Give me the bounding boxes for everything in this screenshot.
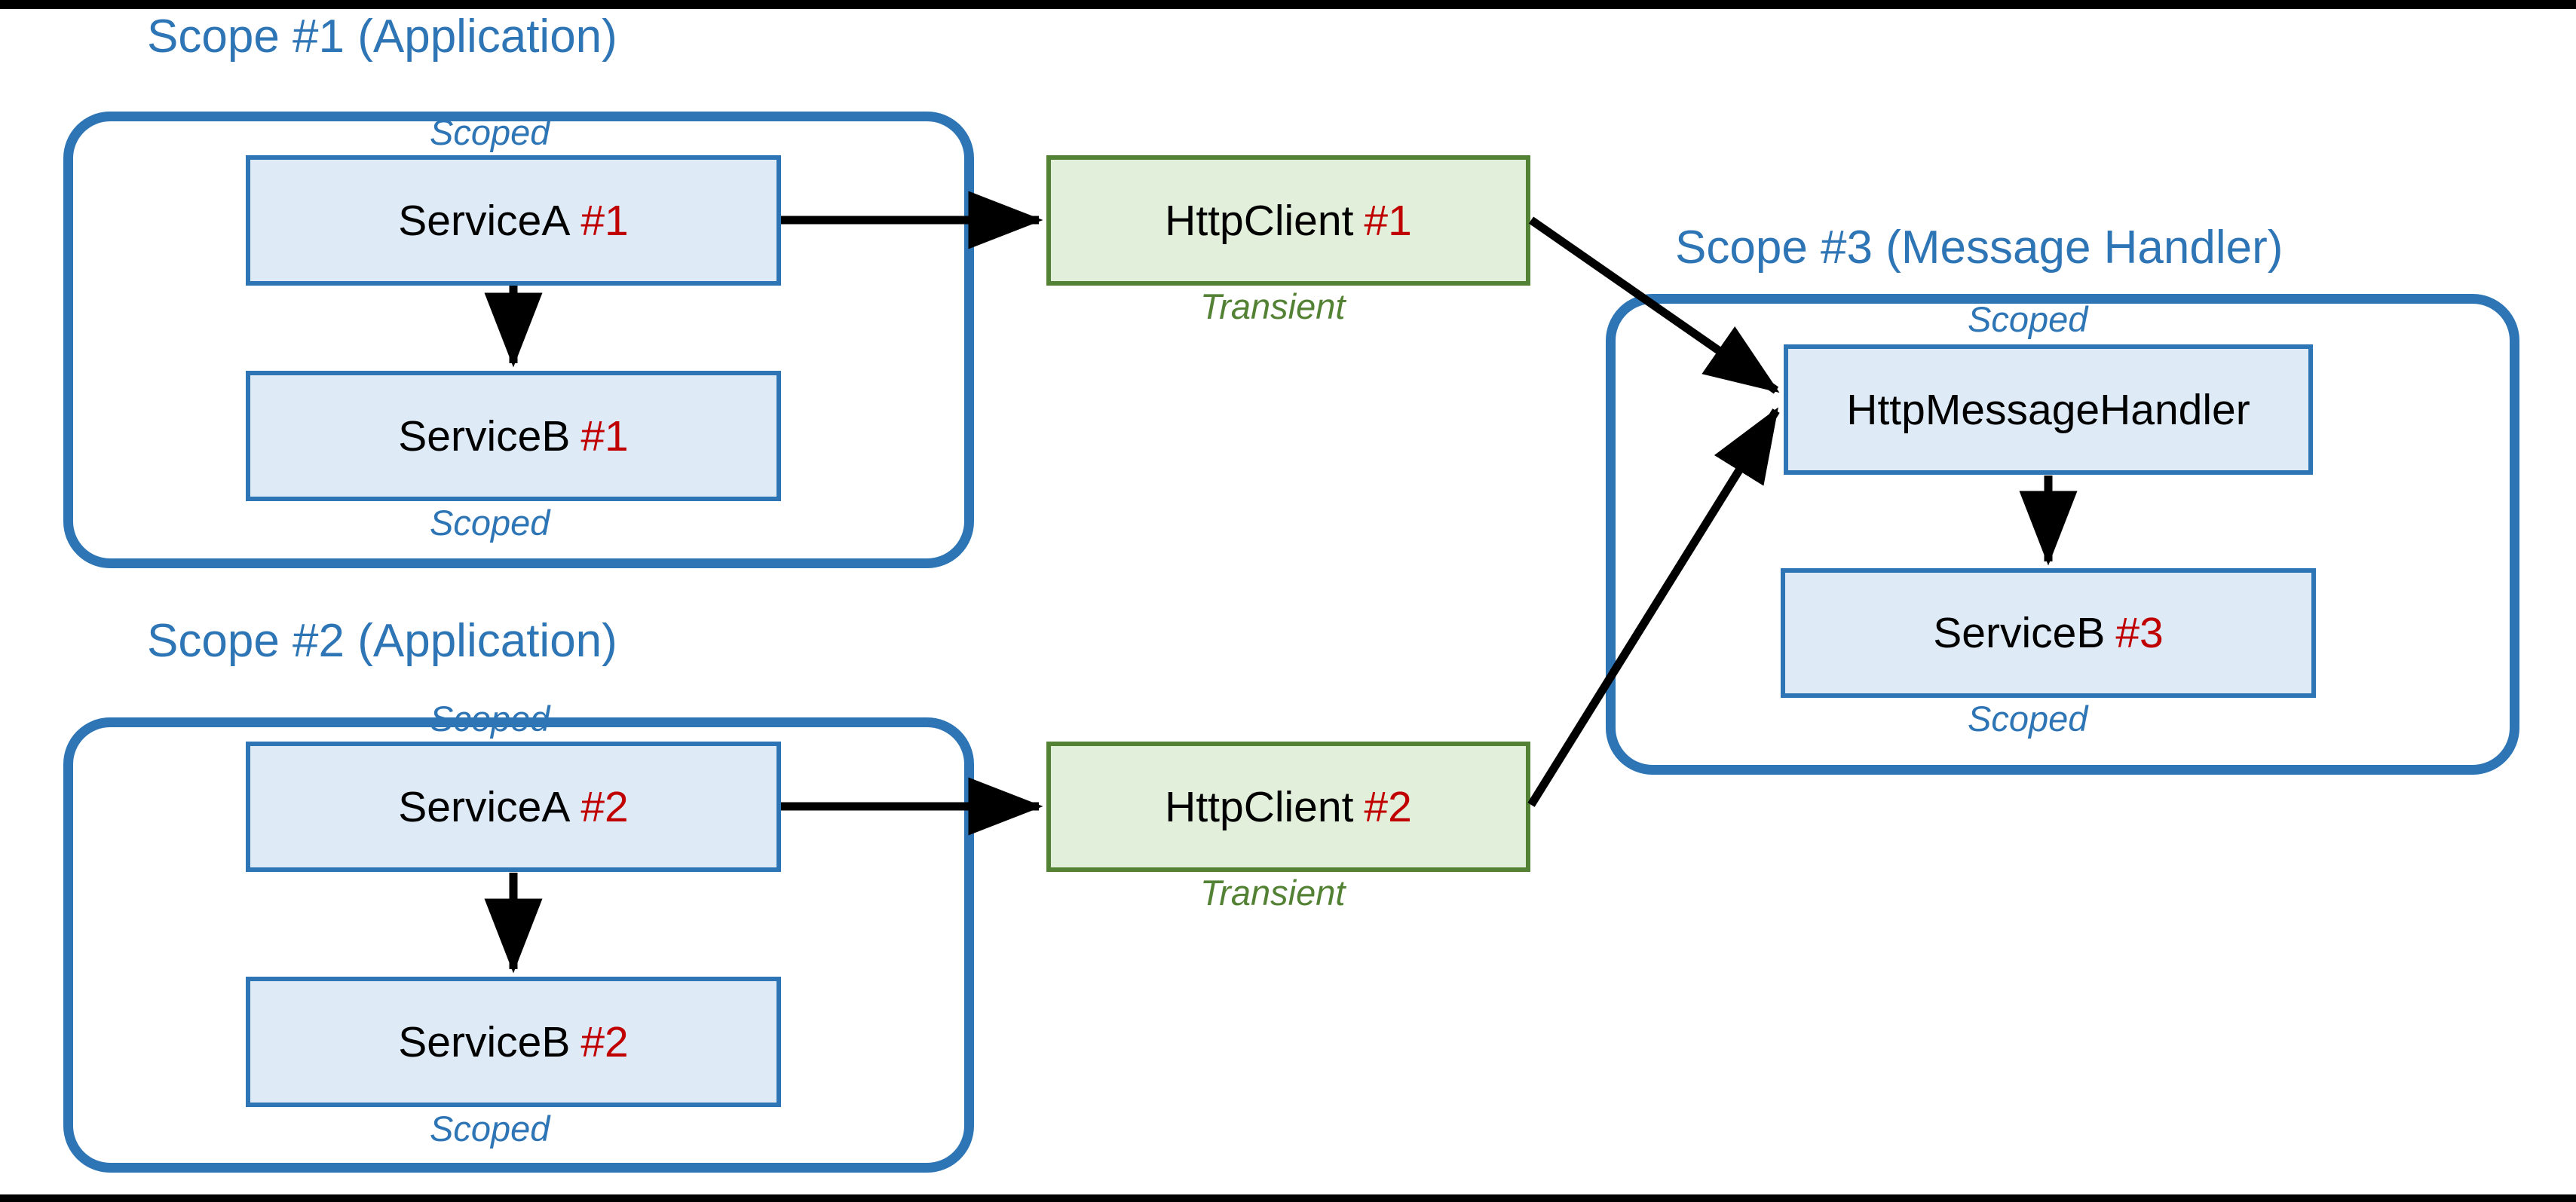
node-serviceA2[interactable]: ServiceA #2 [246,742,781,872]
serviceA1-lifetime-caption: Scoped [430,112,550,152]
node-httpclient2-label: HttpClient [1165,782,1354,831]
node-httpclient2[interactable]: HttpClient #2 [1046,742,1530,872]
letterbox-bottom [0,1194,2576,1202]
node-serviceB2[interactable]: ServiceB #2 [246,977,781,1107]
node-httpclient1[interactable]: HttpClient #1 [1046,155,1530,286]
node-httpmessagehandler-label: HttpMessageHandler [1846,385,2250,434]
node-serviceB3[interactable]: ServiceB #3 [1781,568,2316,698]
handler3-lifetime-caption: Scoped [1968,299,2088,339]
node-httpclient1-instance: #1 [1364,196,1412,245]
scope-3-title: Scope #3 (Message Handler) [1675,222,2283,274]
httpclient1-lifetime-caption: Transient [1200,286,1346,326]
serviceB3-lifetime-caption: Scoped [1968,699,2088,739]
node-httpclient2-instance: #2 [1364,782,1412,831]
node-serviceB3-instance: #3 [2115,609,2164,657]
scope-1-container [63,112,974,568]
scope-2-container [63,717,974,1173]
serviceA2-lifetime-caption: Scoped [430,699,550,739]
node-httpmessagehandler[interactable]: HttpMessageHandler [1784,344,2313,475]
node-serviceA1-instance: #1 [580,196,629,245]
node-serviceA1-label: ServiceA [398,196,571,245]
node-serviceB1-instance: #1 [580,411,629,460]
scope-2-title: Scope #2 (Application) [147,615,617,667]
node-serviceB2-label: ServiceB [398,1017,571,1066]
node-serviceA2-label: ServiceA [398,782,571,831]
serviceB2-lifetime-caption: Scoped [430,1109,550,1148]
scope-1-title: Scope #1 (Application) [147,11,617,63]
node-serviceB3-label: ServiceB [1933,609,2106,657]
node-serviceA2-instance: #2 [580,782,629,831]
letterbox-top [0,0,2576,9]
node-httpclient1-label: HttpClient [1165,196,1354,245]
node-serviceB1[interactable]: ServiceB #1 [246,371,781,501]
node-serviceA1[interactable]: ServiceA #1 [246,155,781,286]
serviceB1-lifetime-caption: Scoped [430,503,550,543]
httpclient2-lifetime-caption: Transient [1200,873,1346,913]
node-serviceB1-label: ServiceB [398,411,571,460]
node-serviceB2-instance: #2 [580,1017,629,1066]
